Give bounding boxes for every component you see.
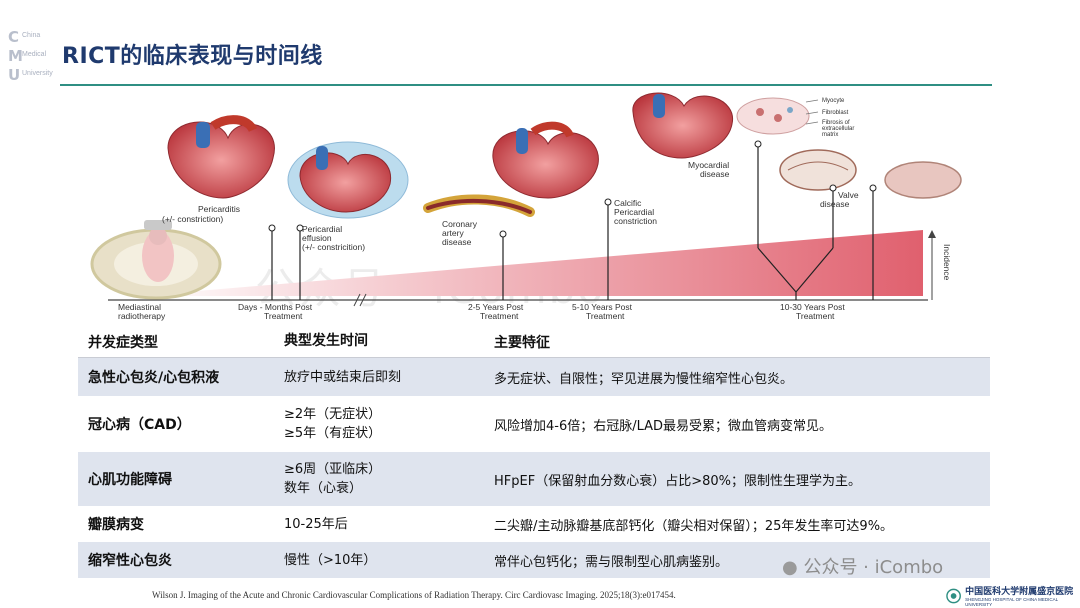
watermark-text: 公众号 · iCombo <box>803 557 944 578</box>
valve-icon <box>779 149 962 199</box>
logo-letter-c: C <box>8 28 20 46</box>
row-feature: 常伴心包钙化；需与限制型心肌病鉴别。 <box>494 554 729 570</box>
row-type: 瓣膜病变 <box>88 517 144 533</box>
wechat-icon: ● <box>782 557 798 578</box>
table-row: 心肌功能障碍 ≥6周（亚临床）数年（心衰） HFpEF（保留射血分数心衰）占比>… <box>78 452 990 506</box>
heart-pericarditis-icon <box>167 115 275 199</box>
heart-myocardial-icon <box>632 92 733 159</box>
pin-pericarditis <box>268 224 276 300</box>
pin-coronary <box>499 230 507 300</box>
logo-letter-u: U <box>8 66 21 84</box>
coronary-artery-icon <box>423 194 535 217</box>
row-time: ≥6周（亚临床）数年（心衰） <box>284 462 382 496</box>
row-type: 冠心病（CAD） <box>88 417 191 433</box>
title-divider <box>60 84 992 86</box>
header-feature: 主要特征 <box>494 334 550 351</box>
row-feature: 二尖瓣/主动脉瓣基底部钙化（瓣尖相对保留）；25年发生率可达9%。 <box>494 518 894 534</box>
table-row: 冠心病（CAD） ≥2年（无症状）≥5年（有症状） 风险增加4-6倍；右冠脉/L… <box>78 396 990 452</box>
row-type: 心肌功能障碍 <box>88 472 172 488</box>
heart-calcific-icon <box>492 121 599 199</box>
row-feature: HFpEF（保留射血分数心衰）占比>80%；限制性生理学为主。 <box>494 473 861 489</box>
label-pericarditis: Pericarditis(+/- constriction) <box>162 204 240 224</box>
page-title: RICT的临床表现与时间线 <box>62 44 323 69</box>
row-type: 急性心包炎/心包积液 <box>88 370 220 386</box>
hospital-english-name: SHENGJING HOSPITAL OF CHINA MEDICAL UNIV… <box>965 597 1059 607</box>
header-type: 并发症类型 <box>88 334 158 351</box>
pin-myocardial-valve <box>754 140 877 300</box>
heart-effusion-icon <box>287 141 409 219</box>
incidence-label: Incidence <box>942 244 952 281</box>
pin-effusion <box>296 224 304 300</box>
row-feature: 风险增加4-6倍；右冠脉/LAD最易受累；微血管病变常见。 <box>494 418 833 434</box>
logo-letter-m: M <box>8 47 23 65</box>
row-time: ≥2年（无症状）≥5年（有症状） <box>284 407 382 441</box>
row-time: 慢性（>10年） <box>284 552 377 568</box>
table-row: 缩窄性心包炎 慢性（>10年） 常伴心包钙化；需与限制型心肌病鉴别。 <box>78 542 990 578</box>
complications-table: 并发症类型 典型发生时间 主要特征 急性心包炎/心包积液 放疗中或结束后即刻 多… <box>78 326 990 578</box>
logo-word-medical: Medical <box>22 51 47 58</box>
logo-word-china: China <box>22 32 41 39</box>
incidence-ramp <box>138 230 923 296</box>
table-header-row: 并发症类型 典型发生时间 主要特征 <box>78 326 990 358</box>
pin-calcific <box>604 198 612 300</box>
header-time: 典型发生时间 <box>284 333 368 349</box>
hospital-name: 中国医科大学附属盛京医院 <box>965 587 1074 597</box>
hospital-emblem-icon <box>946 588 961 603</box>
logo-word-university: University <box>22 70 53 77</box>
wechat-watermark: ● 公众号 · iCombo <box>782 553 943 579</box>
row-type: 缩窄性心包炎 <box>88 553 172 569</box>
row-time: 放疗中或结束后即刻 <box>284 369 402 385</box>
myocyte-inset-icon <box>736 97 819 135</box>
table-row: 急性心包炎/心包积液 放疗中或结束后即刻 多无症状、自限性；罕见进展为慢性缩窄性… <box>78 358 990 396</box>
hospital-logo: 中国医科大学附属盛京医院 SHENGJING HOSPITAL OF CHINA… <box>946 584 1080 607</box>
table-row: 瓣膜病变 10-25年后 二尖瓣/主动脉瓣基底部钙化（瓣尖相对保留）；25年发生… <box>78 506 990 542</box>
timeline-figure: Incidence <box>90 92 962 321</box>
radiotherapy-patient-icon <box>90 220 222 300</box>
university-logo: C China M Medical U University <box>8 28 60 86</box>
citation: Wilson J. Imaging of the Acute and Chron… <box>152 590 676 600</box>
row-time: 10-25年后 <box>284 516 348 532</box>
row-feature: 多无症状、自限性；罕见进展为慢性缩窄性心包炎。 <box>494 371 794 387</box>
